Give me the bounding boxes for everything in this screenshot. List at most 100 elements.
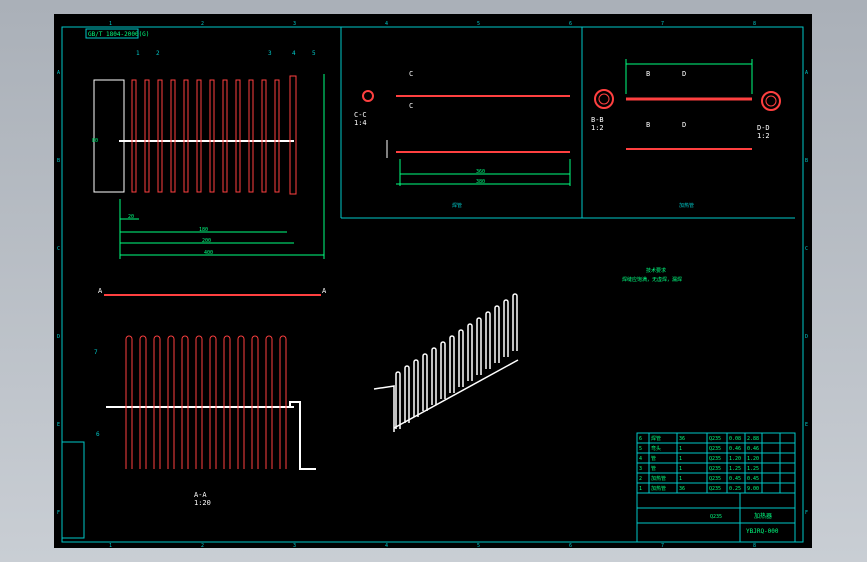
isometric-header	[393, 359, 519, 429]
bom-cell: 1	[679, 446, 682, 452]
dim-mid-1: 360	[476, 169, 485, 175]
heating-tube-section	[153, 335, 161, 469]
border-number-bottom: 7	[661, 543, 664, 548]
part-num-5: 5	[312, 50, 316, 57]
heating-tube	[274, 79, 280, 193]
border-number-top: 2	[201, 21, 204, 27]
heating-tube-section	[167, 335, 175, 469]
bom-cell: 1.20	[729, 456, 741, 462]
pipe-section-dd	[761, 91, 781, 111]
part-num-3: 3	[268, 50, 272, 57]
border-number-side: F	[805, 510, 808, 516]
heating-tube-section	[139, 335, 147, 469]
section-label-aa: A-A	[194, 491, 207, 499]
heating-tube-section	[181, 335, 189, 469]
title-material: Q235	[710, 514, 722, 520]
heating-tube	[144, 79, 150, 193]
part-num-7: 7	[94, 349, 98, 356]
border-number-bottom: 8	[753, 543, 756, 548]
outlet-elbow	[289, 401, 316, 470]
section-scale-aa: 1:20	[194, 499, 211, 507]
bom-cell: 0.46	[729, 446, 741, 452]
isometric-tube	[413, 359, 419, 417]
cut-letter-c-top: C	[409, 70, 413, 78]
isometric-tube	[458, 329, 464, 387]
section-label-dd: D-D	[757, 124, 770, 132]
bom-cell: 1	[639, 486, 642, 492]
cut-letter-d-top: D	[682, 70, 686, 78]
bom-cell: Q235	[709, 436, 721, 442]
heating-tube	[170, 79, 176, 193]
border-number-side: D	[805, 334, 808, 340]
heating-tube-section	[195, 335, 203, 469]
bom-cell: 36	[679, 436, 685, 442]
cut-letter-d-bottom: D	[682, 121, 686, 129]
isometric-tube	[467, 323, 473, 381]
bom-cell: Q235	[709, 486, 721, 492]
heater-grid-top-view	[93, 75, 297, 195]
bom-cell: 管	[651, 465, 656, 472]
isometric-tube	[494, 305, 500, 363]
border-number-side: F	[57, 510, 60, 516]
border-number-side: A	[805, 70, 808, 76]
isometric-view	[373, 293, 519, 432]
dim-side: 80	[92, 138, 98, 144]
caption-right: 加热管	[679, 202, 694, 209]
dim-mid-2: 380	[476, 179, 485, 185]
border-numbers-side: A A B B C C D D E E F F	[57, 70, 808, 516]
dim-top-4: 400	[204, 250, 213, 256]
notes-line: 焊缝应饱满，无虚焊，漏焊	[622, 276, 682, 283]
bom-cell: 0.45	[747, 476, 759, 482]
cut-letter-a-left: A	[98, 287, 103, 295]
border-number-side: D	[57, 334, 60, 340]
bom-cell: 6	[639, 436, 642, 442]
border-number-side: E	[57, 422, 60, 428]
bom-cell: 9.00	[747, 486, 759, 492]
isometric-tube	[485, 311, 491, 369]
section-label-bb: B-B	[591, 116, 604, 124]
border-number-bottom: 2	[201, 543, 204, 548]
isometric-tube	[503, 299, 509, 357]
section-scale-dd: 1:2	[757, 132, 770, 140]
heating-tube	[235, 79, 241, 193]
isometric-tube	[395, 371, 401, 429]
pipe-section-cc	[362, 90, 374, 102]
border-number-bottom: 1	[109, 543, 112, 548]
dim-top-3: 200	[202, 238, 211, 244]
heating-tube	[131, 79, 137, 193]
bom-cell: Q235	[709, 476, 721, 482]
cut-letter-b-bottom: B	[646, 121, 650, 129]
drawing-frame	[61, 26, 804, 543]
heating-tube	[209, 79, 215, 193]
revision-table	[61, 441, 85, 539]
bom-cell: 1	[679, 456, 682, 462]
bom-cell: 弯头	[651, 445, 661, 452]
isometric-tube	[512, 293, 518, 351]
border-number-top: 6	[569, 21, 572, 27]
section-label-cc: C-C	[354, 111, 367, 119]
bom-cell: 3	[639, 466, 642, 472]
border-number-side: A	[57, 70, 60, 76]
border-number-side: C	[805, 246, 808, 252]
border-number-side: C	[57, 246, 60, 252]
bom-cell: 36	[679, 486, 685, 492]
bom-cell: Q235	[709, 466, 721, 472]
part-number-labels: 1 2 3 4 5	[136, 50, 316, 57]
bom-cell: 焊管	[651, 435, 661, 442]
isometric-tube	[431, 347, 437, 405]
bom-cell: 0.46	[747, 446, 759, 452]
border-number-side: B	[57, 158, 60, 164]
border-number-side: E	[805, 422, 808, 428]
border-number-bottom: 6	[569, 543, 572, 548]
border-number-bottom: 3	[293, 543, 296, 548]
isometric-tube	[404, 365, 410, 423]
bom-cell: 1	[679, 476, 682, 482]
bom-cell: 加热管	[651, 475, 666, 482]
isometric-tube	[449, 335, 455, 393]
bom-cell: 2	[639, 476, 642, 482]
heating-tube-section	[251, 335, 259, 469]
border-number-top: 8	[753, 21, 756, 27]
title-box-frame	[85, 28, 139, 39]
border-number-top: 7	[661, 21, 664, 27]
heating-tube	[248, 79, 254, 193]
